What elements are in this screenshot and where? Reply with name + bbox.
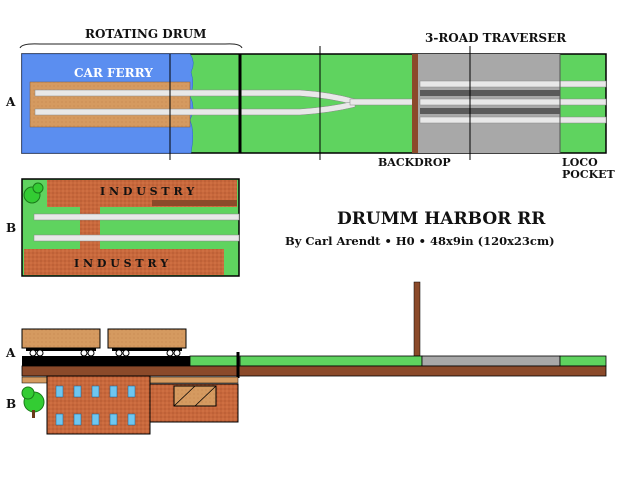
elevation-view: A B: [5, 281, 607, 435]
car-ferry-label: CAR FERRY: [74, 66, 153, 80]
freight-car-1: [21, 328, 101, 357]
plan-a: ROTATING DRUM 3-ROAD TRAVERSER CAR FERRY…: [5, 27, 616, 181]
diagram-subtitle: By Carl Arendt • H0 • 48x9in (120x23cm): [285, 234, 555, 248]
car-ferry-deck: [29, 81, 191, 128]
loco-label-2: POCKET: [562, 168, 616, 181]
industry-top-label: I N D U S T R Y: [100, 185, 194, 198]
row-a-label: A: [5, 95, 16, 109]
industry-link: [80, 207, 100, 249]
factory-building: [46, 375, 151, 435]
traverser-slot-2: [420, 108, 560, 114]
traverser-track-2: [419, 98, 607, 106]
traverser-slot-1: [420, 90, 560, 96]
backdrop-panel: [412, 54, 418, 153]
grass-strip-elev-2: [239, 355, 423, 367]
drum-deck-elevation: [22, 356, 190, 366]
backdrop-elevation: [413, 281, 421, 357]
factory-windows: [55, 385, 136, 426]
tree-icon: [23, 182, 44, 204]
diagram-title: DRUMM HARBOR RR: [337, 209, 546, 229]
traverser-label: 3-ROAD TRAVERSER: [425, 31, 567, 45]
tree-icon: [21, 386, 45, 418]
ferry-track-2: [34, 108, 241, 116]
plan-b: I N D U S T R Y I N D U S T R Y B: [6, 178, 240, 277]
industry-bottom-building: [24, 249, 224, 275]
ferry-track-1: [34, 89, 241, 97]
row-b-lower-label: B: [6, 397, 16, 411]
backdrop-label: BACKDROP: [378, 156, 451, 169]
crate: [173, 385, 217, 407]
industry-roof-strip: [152, 200, 237, 206]
rotating-drum-label: ROTATING DRUM: [85, 27, 206, 41]
freight-car-2: [107, 328, 187, 357]
industry-bottom-label: I N D U S T R Y: [74, 257, 168, 270]
row-b-label: B: [6, 221, 16, 235]
b-track-1: [33, 213, 240, 221]
row-a-lower-label: A: [5, 346, 16, 360]
grass-strip-elev-3: [559, 355, 607, 367]
traverser-elev: [421, 355, 561, 367]
rotating-drum-bracket: [19, 43, 243, 49]
loco-label-1: LOCO: [562, 156, 598, 169]
b-track-2: [33, 234, 240, 242]
traverser-track-3: [419, 116, 607, 124]
yard-track-lower: [239, 100, 356, 116]
grass-strip-elev-1: [189, 355, 239, 367]
traverser-track-1: [419, 80, 607, 88]
lead-track: [349, 98, 421, 106]
base-board-elevation: [21, 365, 607, 377]
